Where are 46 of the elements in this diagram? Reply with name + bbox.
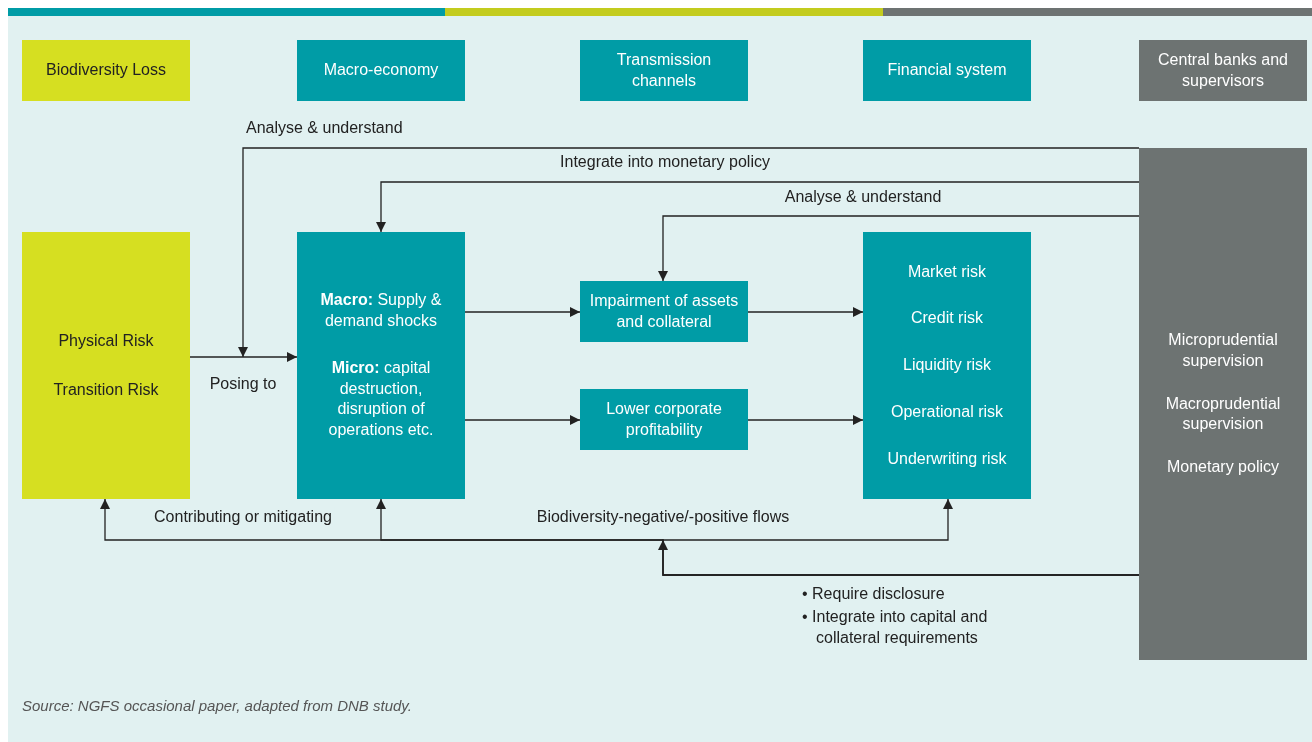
node-text: Underwriting risk xyxy=(887,448,1007,469)
edge-label: Contributing or mitigating xyxy=(152,507,334,527)
node-text: Transmission channels xyxy=(615,49,713,91)
node-text: Micro: capital destruction, disruption of operations etc. xyxy=(327,357,435,441)
arrow xyxy=(189,352,298,362)
node-text: Market risk xyxy=(907,261,987,282)
note-text: • Require disclosure xyxy=(802,584,946,604)
arrow xyxy=(238,147,1140,358)
node-text: Macroprudential supervision xyxy=(1164,393,1282,435)
column-header xyxy=(863,40,1031,101)
arrow xyxy=(747,307,864,317)
node-text: Financial system xyxy=(887,60,1007,81)
node-text: Transition Risk xyxy=(53,379,159,400)
node-text: Operational risk xyxy=(890,401,1003,422)
process-box xyxy=(297,232,465,499)
node-text: Monetary policy xyxy=(1166,457,1279,478)
column-header xyxy=(1139,40,1307,101)
node-text: Impairment of assets and collateral xyxy=(588,290,740,332)
arrow xyxy=(464,307,581,317)
column-header xyxy=(297,40,465,101)
process-box xyxy=(580,281,748,342)
edge-label: Integrate into monetary policy xyxy=(558,152,772,172)
risk-list-box xyxy=(863,232,1031,499)
arrow xyxy=(464,415,581,425)
edge-label: Analyse & understand xyxy=(782,187,944,207)
node-text: Credit risk xyxy=(911,308,983,329)
note-text: • Integrate into capital and collateral requirements xyxy=(802,606,989,648)
node-text: Macro: Supply & demand shocks xyxy=(319,290,443,331)
arrow xyxy=(658,215,1140,282)
process-box xyxy=(580,389,748,450)
column-header xyxy=(580,40,748,101)
risk-box xyxy=(22,232,190,499)
arrow xyxy=(662,498,1140,576)
node-text: Liquidity risk xyxy=(903,355,991,376)
column-header xyxy=(22,40,190,101)
node-text: Biodiversity Loss xyxy=(45,60,166,81)
arrow xyxy=(376,181,1140,233)
source-caption: Source: NGFS occasional paper, adapted from DNB study. xyxy=(22,697,412,714)
node-text: Lower corporate profitability xyxy=(605,398,723,440)
node-text: Physical Risk xyxy=(58,330,154,351)
edge-label: Analyse & understand xyxy=(244,118,405,138)
node-text: Central banks and supervisors xyxy=(1157,49,1289,91)
arrow xyxy=(747,415,864,425)
node-text: Macro-economy xyxy=(323,60,439,81)
node-text: Microprudential supervision xyxy=(1167,330,1279,371)
policy-box xyxy=(1139,148,1307,660)
